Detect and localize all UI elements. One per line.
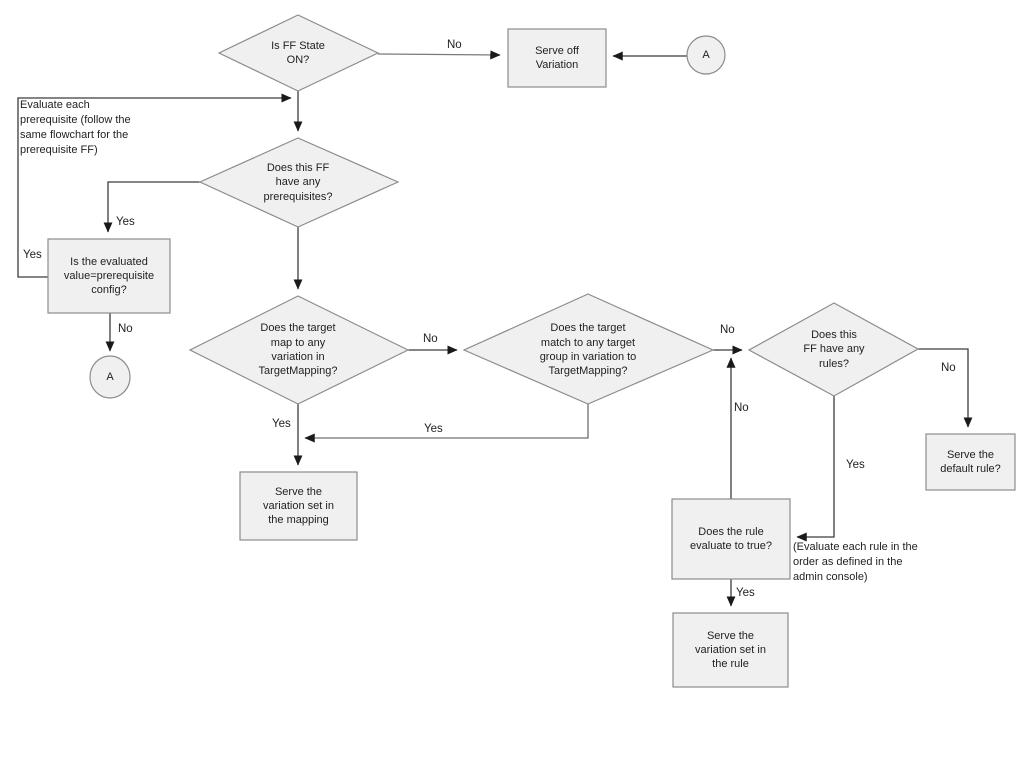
process-serve-mapping-variation-shape bbox=[239, 471, 358, 541]
decision-target-group-shape bbox=[462, 293, 715, 405]
process-serve-rule-variation-shape bbox=[672, 612, 789, 688]
edge-has-prereq-yes bbox=[103, 181, 200, 233]
edge-prereq-config-yes-loop bbox=[17, 93, 292, 278]
decision-target-mapping-shape bbox=[188, 295, 410, 405]
decision-ff-state-shape bbox=[217, 14, 380, 92]
process-prereq-config-shape bbox=[47, 238, 171, 314]
edge-has-rules-no bbox=[918, 348, 973, 428]
process-rule-evaluates-true-shape bbox=[671, 498, 791, 580]
process-serve-off-variation-shape bbox=[507, 28, 607, 88]
process-serve-default-rule-shape bbox=[925, 433, 1016, 491]
connector-a-bottom-shape bbox=[89, 355, 131, 399]
edge-has-rules-yes bbox=[796, 396, 835, 542]
connector-a-top-shape bbox=[686, 35, 726, 75]
decision-has-rules-shape bbox=[747, 302, 920, 397]
decision-has-prerequisites-shape bbox=[198, 137, 400, 228]
edge-target-group-yes bbox=[304, 404, 589, 443]
edge-ff-state-no bbox=[377, 50, 501, 60]
